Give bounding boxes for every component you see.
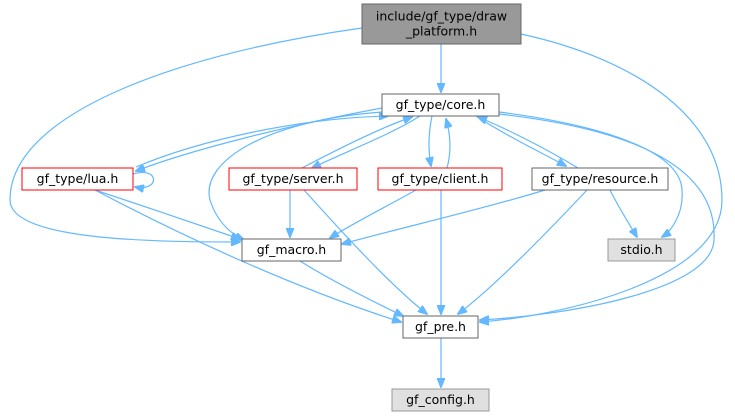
node-client[interactable]: gf_type/client.h: [377, 167, 503, 191]
node-core[interactable]: gf_type/core.h: [381, 93, 500, 117]
edge-macro-pre: [299, 260, 403, 316]
edge-root-macro: [9, 27, 363, 242]
node-root[interactable]: include/gf_type/draw_platform.h: [361, 3, 522, 45]
node-label-root: _platform.h: [405, 24, 477, 39]
node-label-client: gf_type/client.h: [392, 171, 489, 186]
node-label-server: gf_type/server.h: [242, 171, 343, 186]
edge-core-lua: [136, 107, 383, 171]
edge-server-pre: [303, 189, 427, 314]
edge-lua-lua: [132, 171, 154, 187]
edge-core-pre: [480, 113, 715, 320]
node-label-stdio: stdio.h: [620, 242, 662, 257]
edge-client-core: [446, 119, 450, 169]
node-label-root: include/gf_type/draw: [376, 9, 507, 24]
edge-core-server: [312, 115, 421, 168]
node-macro[interactable]: gf_macro.h: [241, 238, 342, 262]
node-server[interactable]: gf_type/server.h: [228, 167, 358, 191]
node-box-lua: [21, 167, 134, 191]
node-label-resource: gf_type/resource.h: [542, 171, 659, 186]
node-box-pre: [402, 315, 479, 339]
edge-client-macro: [330, 189, 417, 238]
edge-resource-core: [478, 117, 579, 169]
node-pre[interactable]: gf_pre.h: [402, 315, 479, 339]
node-label-config: gf_config.h: [406, 392, 475, 407]
node-config[interactable]: gf_config.h: [391, 388, 490, 412]
edge-resource-stdio: [609, 189, 637, 237]
edge-root-pre: [480, 33, 723, 322]
node-box-config: [391, 388, 490, 412]
node-box-resource: [531, 167, 669, 191]
edge-lua-macro: [94, 189, 240, 239]
node-box-stdio: [607, 238, 676, 262]
node-stdio[interactable]: stdio.h: [607, 238, 676, 262]
node-label-pre: gf_pre.h: [415, 319, 466, 334]
edge-lua-pre: [94, 189, 401, 322]
node-box-root: [361, 3, 522, 45]
edge-resource-macro: [342, 189, 546, 244]
edge-core-stdio: [498, 111, 683, 237]
edge-lua-core: [135, 116, 388, 168]
node-resource[interactable]: gf_type/resource.h: [531, 167, 669, 191]
edge-core-client: [429, 115, 432, 166]
edge-server-core: [301, 117, 412, 169]
node-label-macro: gf_macro.h: [257, 242, 326, 257]
edges-layer: [9, 27, 723, 387]
node-label-lua: gf_type/lua.h: [37, 171, 119, 186]
node-lua[interactable]: gf_type/lua.h: [21, 167, 134, 191]
node-box-core: [381, 93, 500, 117]
nodes-layer: include/gf_type/draw_platform.h gf_type/c…: [21, 3, 676, 412]
edge-core-resource: [475, 115, 566, 166]
node-box-macro: [241, 238, 342, 262]
node-box-server: [228, 167, 358, 191]
edge-resource-pre: [458, 189, 588, 314]
node-label-core: gf_type/core.h: [396, 97, 486, 112]
node-box-client: [377, 167, 503, 191]
